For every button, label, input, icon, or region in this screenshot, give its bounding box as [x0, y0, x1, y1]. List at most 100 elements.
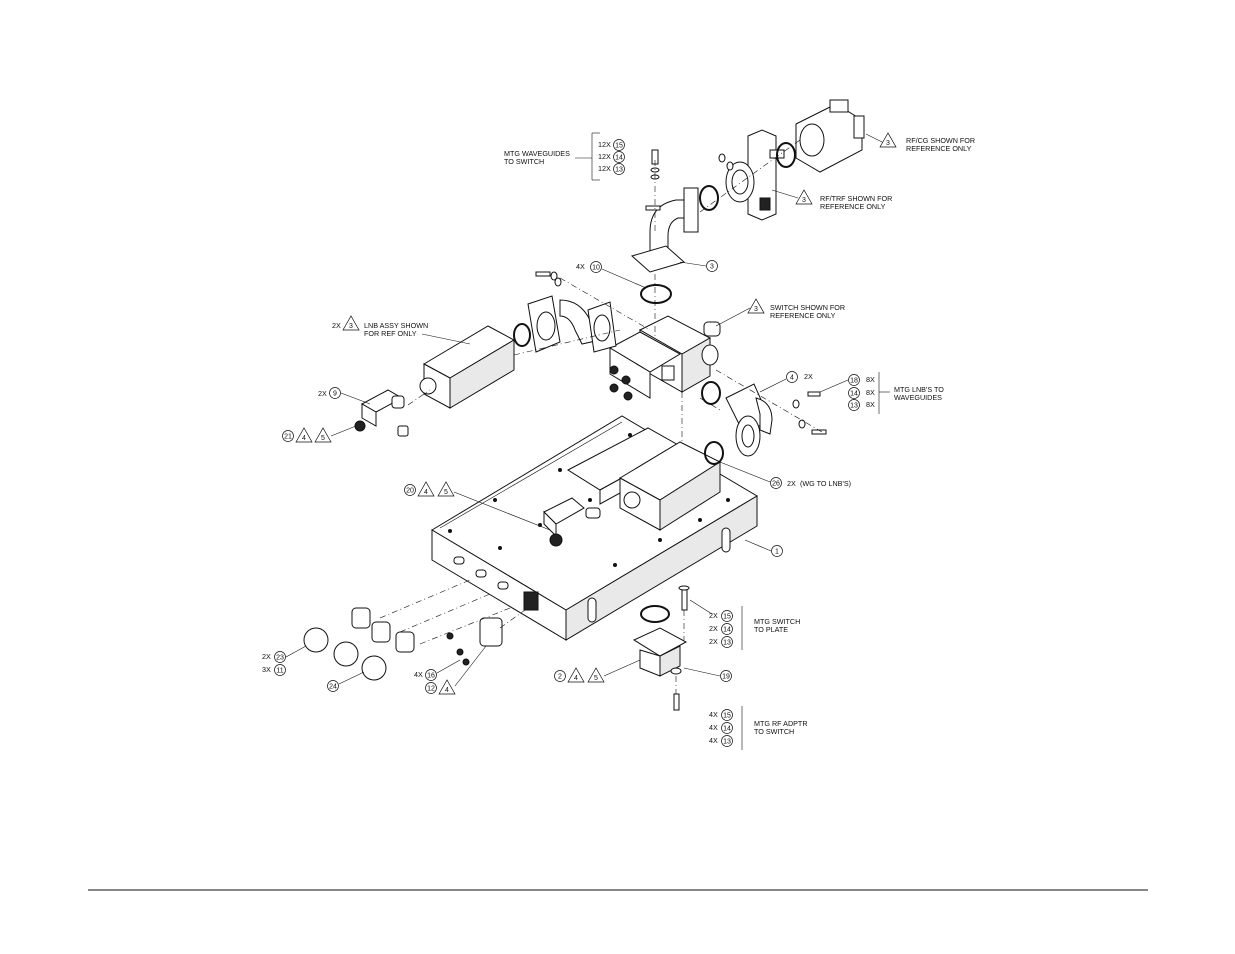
item-ref-19: 19 — [722, 674, 730, 681]
item-ref-5: 5 — [321, 435, 325, 442]
qty-8x: 8X — [866, 388, 875, 397]
note-mtg-lnbs-line1: MTG LNB'S TO — [894, 385, 944, 394]
note-wg-to-lnbs: (WG TO LNB'S) — [800, 479, 851, 488]
qty-2x: 2X — [709, 624, 718, 633]
item-ref-15: 15 — [615, 143, 623, 150]
qty-2x: 2X — [787, 479, 796, 488]
item-ref-14: 14 — [850, 391, 858, 398]
item-ref-10: 10 — [592, 265, 600, 272]
item-ref-13: 13 — [723, 739, 731, 746]
item-ref-13: 13 — [615, 167, 623, 174]
callout-elbow: 3 — [679, 260, 718, 272]
callout-cap-24: 24 — [327, 671, 365, 692]
callout-20: 20 4 5 — [404, 481, 551, 531]
item-ref-16: 16 — [427, 673, 435, 680]
qty-4x: 4X — [709, 710, 718, 719]
callout-adapter-2: 2 4 5 — [554, 659, 641, 683]
qty-8x: 8X — [866, 375, 875, 384]
item-ref-13: 13 — [723, 640, 731, 647]
note-rftrf-line1: RF/TRF SHOWN FOR — [820, 194, 892, 203]
item-ref-24: 24 — [329, 684, 337, 691]
elbow-waveguide — [630, 187, 699, 273]
qty-2x: 2X — [262, 652, 271, 661]
item-ref-3: 3 — [754, 306, 758, 313]
item-ref-15: 15 — [723, 614, 731, 621]
callout-rfcg: 3 RF/CG SHOWN FOR REFERENCE ONLY — [865, 132, 975, 153]
qty-2x: 2X — [709, 637, 718, 646]
item-ref-4: 4 — [445, 687, 449, 694]
note-mtg-waveguides-line2: TO SWITCH — [504, 157, 544, 166]
item-ref-11: 11 — [276, 668, 283, 675]
item-ref-3: 3 — [802, 197, 806, 204]
qty-8x: 8X — [866, 400, 875, 409]
note-rfcg-line1: RF/CG SHOWN FOR — [906, 136, 975, 145]
rf-adapter — [632, 605, 688, 677]
item-ref-14: 14 — [723, 627, 731, 634]
note-mtg-rf-line1: MTG RF ADPTR — [754, 719, 808, 728]
note-mtg-switch-line1: MTG SWITCH — [754, 617, 800, 626]
callout-coupler-9: 2X 9 — [318, 387, 371, 405]
callout-mtg-rf-adptr: 4X 15 4X 14 4X 13 MTG RF ADPTR TO SWITCH — [709, 706, 808, 750]
callout-oring-26: 26 2X (WG TO LNB'S) — [719, 461, 851, 489]
rf-trf-assembly — [725, 129, 785, 221]
item-ref-14: 14 — [615, 155, 623, 162]
note-lnb-line2: FOR REF ONLY — [364, 329, 417, 338]
qty-12x: 12X — [598, 140, 611, 149]
qty-12x: 12X — [598, 152, 611, 161]
item-ref-4: 4 — [424, 489, 428, 496]
callout-connectors-23-11: 2X 23 3X 11 — [262, 645, 307, 676]
item-ref-5: 5 — [594, 675, 598, 682]
callout-mtg-waveguides: MTG WAVEGUIDES TO SWITCH 12X 15 12X 14 1… — [504, 132, 625, 181]
callout-waveguide-4: 4 2X — [759, 371, 813, 393]
note-rfcg-line2: REFERENCE ONLY — [906, 144, 972, 153]
item-ref-21: 21 — [284, 434, 292, 441]
note-mtg-switch-line2: TO PLATE — [754, 625, 788, 634]
item-ref-4: 4 — [574, 675, 578, 682]
connectors-lower-left — [303, 607, 503, 681]
callout-21: 21 4 5 — [282, 425, 357, 443]
item-ref-20: 20 — [406, 488, 414, 495]
item-ref-5: 5 — [444, 489, 448, 496]
note-rftrf-line2: REFERENCE ONLY — [820, 202, 886, 211]
rf-cg-assembly — [795, 99, 865, 173]
note-mtg-lnbs-line2: WAVEGUIDES — [894, 393, 942, 402]
item-ref-1: 1 — [775, 549, 779, 556]
callout-lnb-assy: 2X 3 LNB ASSY SHOWN FOR REF ONLY — [332, 315, 471, 345]
waveguide-right — [725, 383, 773, 457]
item-ref-18: 18 — [850, 378, 858, 385]
qty-12x: 12X — [598, 164, 611, 173]
item-ref-13: 13 — [850, 403, 858, 410]
hardware — [535, 149, 827, 711]
assembly-center-lines — [379, 139, 823, 694]
item-ref-4: 4 — [790, 375, 794, 382]
note-mtg-rf-line2: TO SWITCH — [754, 727, 794, 736]
coupler-on-base — [543, 497, 601, 547]
callout-base-1: 1 — [744, 539, 783, 557]
item-ref-9: 9 — [333, 391, 337, 398]
item-ref-3: 3 — [349, 323, 353, 330]
note-switch-line2: REFERENCE ONLY — [770, 311, 836, 320]
waveguide-elbow-left — [527, 295, 617, 353]
o-rings — [513, 142, 796, 465]
qty-2x: 2X — [709, 611, 718, 620]
note-switch-line1: SWITCH SHOWN FOR — [770, 303, 845, 312]
qty-4x: 4X — [576, 262, 585, 271]
item-ref-2: 2 — [558, 674, 562, 681]
qty-2x: 2X — [804, 372, 813, 381]
callout-mtg-lnbs: 18 8X 14 8X 13 8X MTG LNB'S TO WAVEGUIDE… — [819, 372, 944, 414]
callout-rftrf: 3 RF/TRF SHOWN FOR REFERENCE ONLY — [771, 189, 892, 211]
item-ref-12: 12 — [427, 686, 435, 693]
callout-19: 19 — [683, 667, 732, 682]
coupler-9 — [354, 389, 409, 437]
qty-4x: 4X — [709, 723, 718, 732]
item-ref-14: 14 — [723, 726, 731, 733]
note-lnb-line1: LNB ASSY SHOWN — [364, 321, 428, 330]
item-ref-23: 23 — [276, 655, 284, 662]
note-mtg-waveguides-line1: MTG WAVEGUIDES — [504, 149, 570, 158]
qty-4x: 4X — [414, 670, 423, 679]
item-ref-3: 3 — [886, 140, 890, 147]
callout-16-12: 4X 16 12 4 — [414, 645, 487, 695]
base-plate — [431, 415, 758, 641]
qty-4x: 4X — [709, 736, 718, 745]
